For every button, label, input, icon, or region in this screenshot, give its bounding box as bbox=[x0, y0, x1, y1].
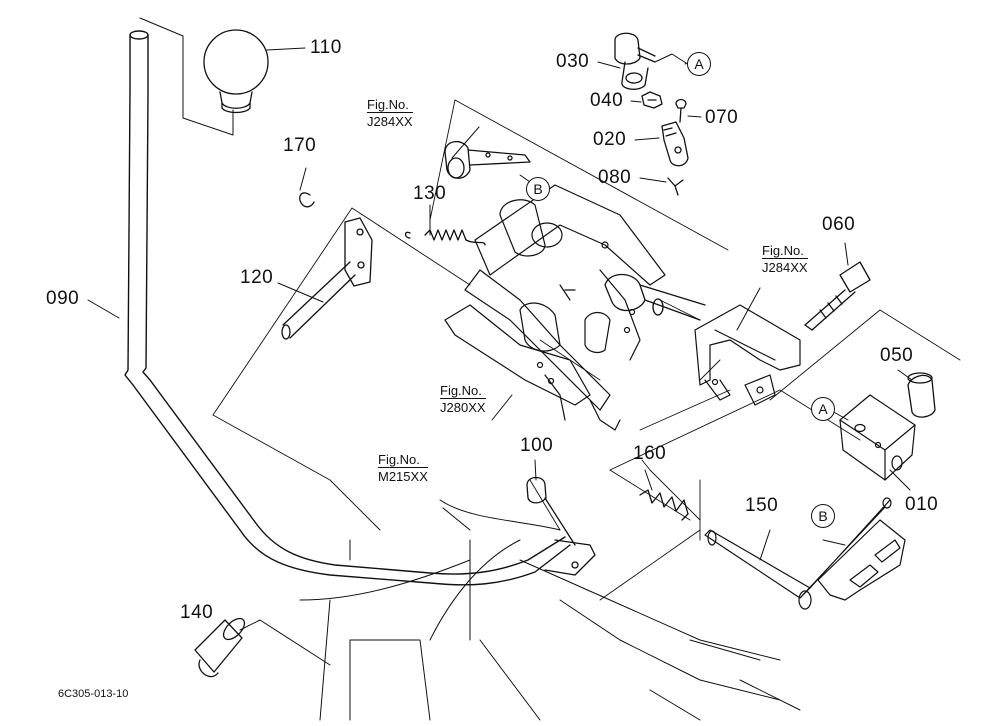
part-label-090: 090 bbox=[46, 288, 80, 309]
knob-110 bbox=[203, 29, 269, 114]
part-label-050: 050 bbox=[880, 345, 914, 366]
part-label-130: 130 bbox=[413, 183, 447, 204]
bracket-j284-right bbox=[694, 304, 801, 406]
spring-160 bbox=[639, 489, 689, 521]
cap-100 bbox=[526, 476, 596, 576]
fig-ref-j284-right: Fig.No. J284XX bbox=[762, 243, 808, 275]
fig-ref-prefix: Fig.No. bbox=[762, 243, 804, 258]
screw-070 bbox=[675, 98, 687, 123]
part-label-060: 060 bbox=[822, 214, 856, 235]
fig-ref-code: J284XX bbox=[762, 258, 808, 275]
fig-ref-j284-top: Fig.No. J284XX bbox=[367, 97, 413, 129]
rod-end-020 bbox=[661, 121, 689, 167]
bushing-050 bbox=[907, 372, 936, 418]
fig-ref-code: M215XX bbox=[378, 467, 428, 484]
leader-lines bbox=[87, 17, 913, 666]
part-label-110: 110 bbox=[310, 37, 342, 58]
fig-ref-m215: Fig.No. M215XX bbox=[378, 452, 428, 484]
part-label-010: 010 bbox=[905, 494, 939, 515]
part-label-100: 100 bbox=[520, 435, 554, 456]
callout-a-top: A bbox=[687, 52, 711, 76]
part-label-070: 070 bbox=[705, 107, 739, 128]
assembly-dashed-lines bbox=[212, 99, 961, 601]
fig-ref-prefix: Fig.No. bbox=[378, 452, 420, 467]
fig-ref-code: J280XX bbox=[440, 398, 486, 415]
part-label-120: 120 bbox=[240, 267, 274, 288]
arm-120 bbox=[281, 217, 373, 340]
part-label-040: 040 bbox=[590, 90, 624, 111]
fig-ref-prefix: Fig.No. bbox=[440, 383, 482, 398]
eclip-170 bbox=[299, 192, 315, 208]
part-label-160: 160 bbox=[633, 443, 667, 464]
callout-b-top: B bbox=[526, 177, 550, 201]
shift-bracket-assembly bbox=[444, 184, 666, 431]
joint-030 bbox=[614, 32, 656, 90]
callout-a-block: A bbox=[811, 397, 835, 421]
fork-j284-top bbox=[444, 141, 531, 179]
callout-b-shaft: B bbox=[811, 504, 835, 528]
shift-lever-rod bbox=[124, 30, 571, 586]
knob-140 bbox=[194, 617, 246, 678]
part-label-080: 080 bbox=[598, 167, 632, 188]
block-010 bbox=[839, 394, 916, 481]
fig-ref-prefix: Fig.No. bbox=[367, 97, 409, 112]
center-shaft bbox=[604, 273, 706, 321]
shaft-150 bbox=[704, 497, 906, 610]
drawing-id: 6C305-013-10 bbox=[58, 688, 129, 700]
fig-ref-code: J284XX bbox=[367, 112, 413, 129]
bolt-060 bbox=[804, 261, 871, 331]
clip-080 bbox=[667, 177, 684, 196]
nut-040 bbox=[641, 91, 663, 109]
part-label-020: 020 bbox=[593, 129, 627, 150]
fig-ref-j280: Fig.No. J280XX bbox=[440, 383, 486, 415]
part-label-140: 140 bbox=[180, 602, 214, 623]
part-label-170: 170 bbox=[283, 135, 317, 156]
tractor-body-sketch bbox=[299, 499, 801, 721]
spring-130 bbox=[404, 229, 486, 246]
part-label-150: 150 bbox=[745, 495, 779, 516]
part-label-030: 030 bbox=[556, 51, 590, 72]
